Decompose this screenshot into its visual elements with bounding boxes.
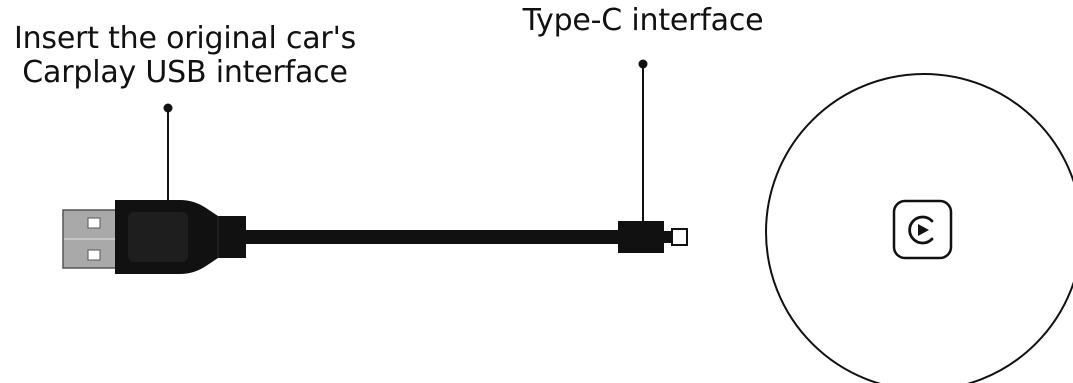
cable-cord <box>244 230 620 244</box>
carplay-adapter-device <box>765 73 1073 383</box>
usb-callout-label: Insert the original car's Carplay USB in… <box>10 22 360 90</box>
carplay-logo-icon <box>892 199 953 260</box>
cable-icon <box>62 200 688 274</box>
usb-callout-line-2: Carplay USB interface <box>22 55 348 90</box>
typec-callout-leader <box>638 59 648 222</box>
usb-a-housing <box>115 200 246 274</box>
usb-a-plug <box>62 209 122 269</box>
usb-callout-leader <box>163 103 173 205</box>
typec-callout-label: Type-C interface <box>522 3 764 38</box>
typec-connector <box>618 221 688 253</box>
usb-callout-line-1: Insert the original car's <box>13 21 357 56</box>
